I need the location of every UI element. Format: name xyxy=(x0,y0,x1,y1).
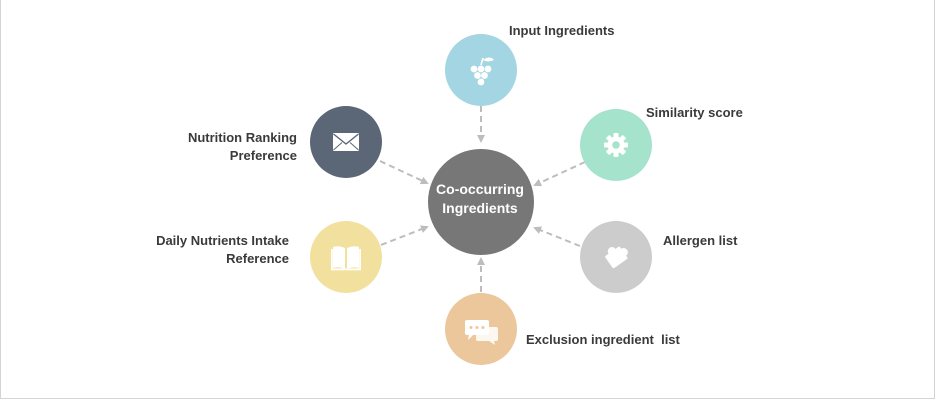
node-nutrition-ranking xyxy=(310,106,382,178)
grapes-icon xyxy=(470,57,494,86)
book-icon xyxy=(331,246,361,271)
node-similarity-score xyxy=(580,109,652,181)
gear-icon xyxy=(604,133,628,157)
node-input-ingredients xyxy=(445,34,517,106)
label-nutrition-ranking-line1: Nutrition Ranking xyxy=(187,130,297,145)
label-exclusion-list: Exclusion ingredient list xyxy=(526,332,680,347)
label-nutrition-ranking: Nutrition Ranking Preference xyxy=(160,129,297,165)
node-exclusion-list xyxy=(445,293,517,365)
connector-similarity xyxy=(533,161,586,187)
label-allergen-list: Allergen list xyxy=(663,233,738,248)
connector-nutrition xyxy=(379,160,429,185)
envelope-icon xyxy=(333,133,359,151)
node-daily-nutrients xyxy=(310,221,382,293)
center-label: Co-occurring Ingredients xyxy=(415,180,545,218)
connector-daily xyxy=(380,225,429,246)
chat-bubbles-icon xyxy=(465,320,498,345)
puzzle-icon xyxy=(602,246,628,269)
label-similarity-score: Similarity score xyxy=(646,105,743,120)
center-label-line1: Co-occurring xyxy=(436,181,524,197)
center-label-line2: Ingredients xyxy=(442,200,518,216)
center-node xyxy=(428,149,534,255)
node-allergen-list xyxy=(580,221,652,293)
label-daily-nutrients-line2: Reference xyxy=(226,251,289,266)
connector-allergen xyxy=(533,226,581,247)
label-daily-nutrients-line1: Daily Nutrients Intake xyxy=(156,233,289,248)
label-input-ingredients: Input Ingredients xyxy=(509,23,615,38)
label-nutrition-ranking-line2: Preference xyxy=(229,148,297,163)
label-daily-nutrients: Daily Nutrients Intake Reference xyxy=(130,232,289,268)
